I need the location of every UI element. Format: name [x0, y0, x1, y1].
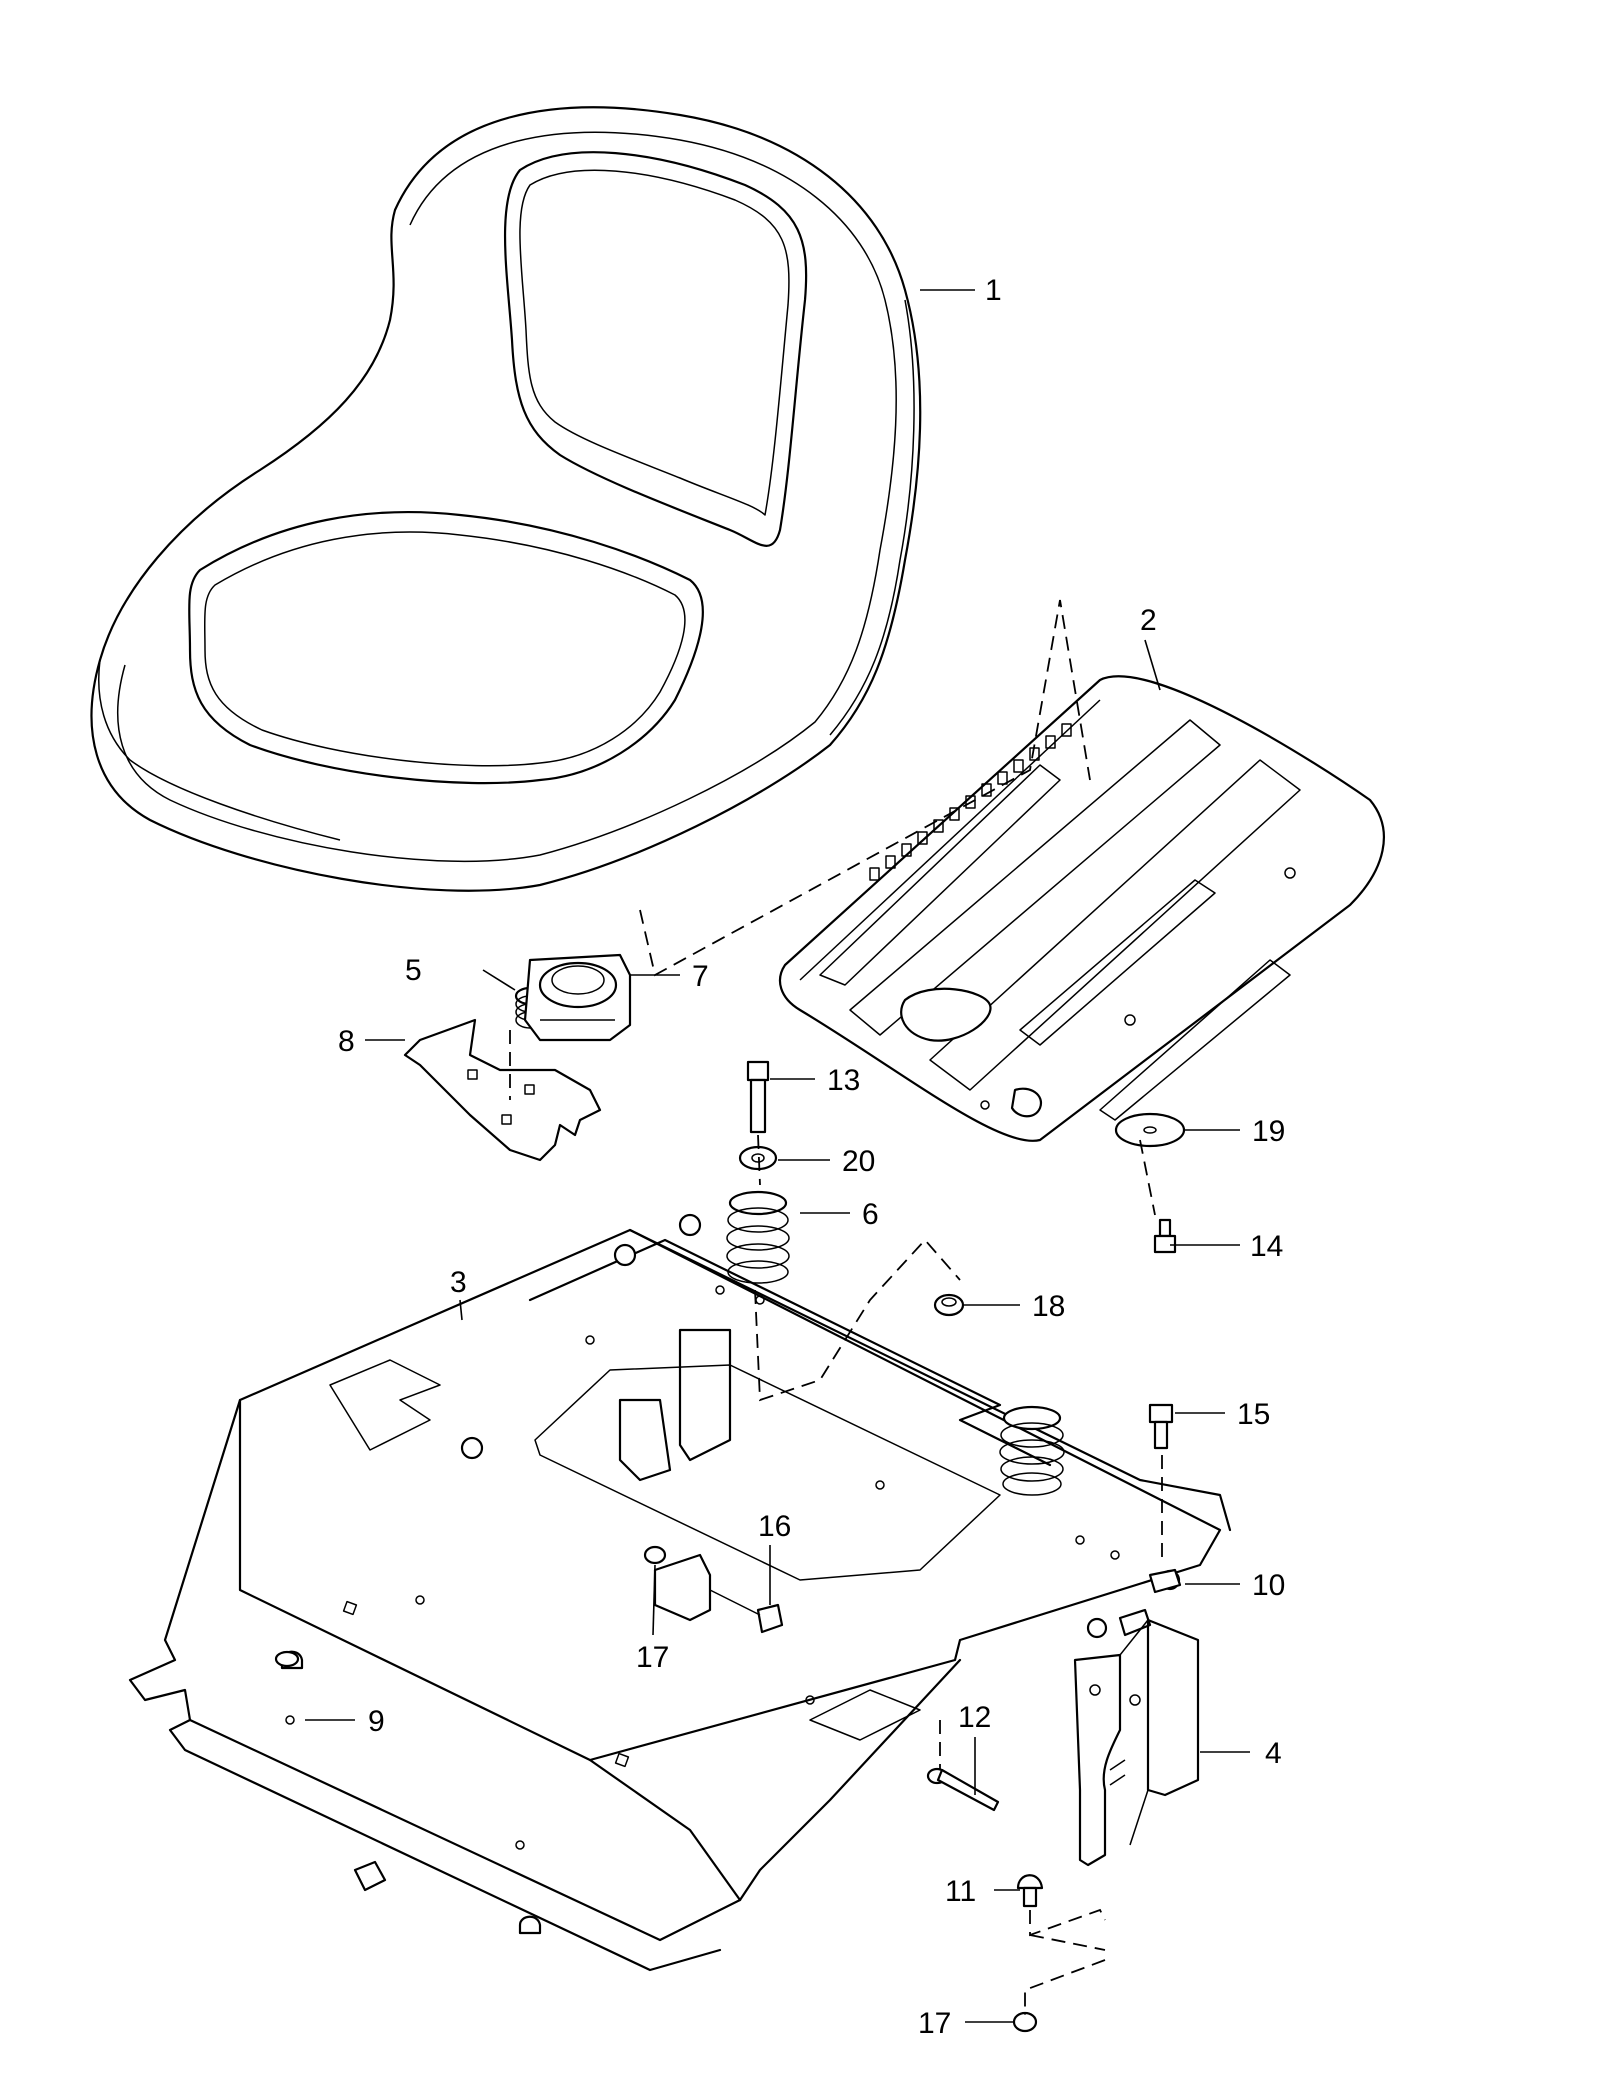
seat-switch-part-7	[523, 953, 632, 1042]
callout-leaders	[305, 289, 1250, 2023]
callout-16: 16	[758, 1510, 791, 1543]
callout-13: 13	[827, 1064, 860, 1097]
seat-part-1	[90, 106, 922, 892]
callout-7: 7	[692, 960, 709, 993]
spring-rear	[999, 1405, 1065, 1496]
callout-3: 3	[450, 1266, 467, 1299]
callout-10: 10	[1252, 1569, 1285, 1602]
nut-part-17-lower	[1012, 2011, 1038, 2033]
washer-part-19	[1114, 1112, 1186, 1148]
bolt-part-15	[1148, 1403, 1174, 1450]
nut-part-17-upper	[643, 1545, 667, 1565]
nut-part-10	[1148, 1568, 1182, 1594]
callout-11: 11	[945, 1875, 976, 1908]
callout-4: 4	[1265, 1737, 1282, 1770]
callout-labels: 1 2 3 4 5 6 7 8 9 10 11 12 13 14 15 16 1…	[338, 274, 1285, 2040]
callout-15: 15	[1237, 1398, 1270, 1431]
bracket-part-4	[1073, 1618, 1200, 1867]
callout-8: 8	[338, 1025, 355, 1058]
callout-19: 19	[1252, 1115, 1285, 1148]
callout-18: 18	[1032, 1290, 1065, 1323]
nut-part-18	[933, 1293, 965, 1317]
callout-6: 6	[862, 1198, 879, 1231]
switch-bracket-part-8	[403, 1018, 602, 1162]
callout-1: 1	[985, 274, 1002, 307]
washer-part-20	[738, 1145, 778, 1171]
spring-part-6	[726, 1190, 790, 1284]
callout-17-lower: 17	[918, 2007, 951, 2040]
plug-part-9	[274, 1650, 300, 1668]
callout-17-upper: 17	[636, 1641, 669, 1674]
assembly-lines	[509, 599, 1163, 2015]
callout-2: 2	[1140, 604, 1157, 637]
seat-pan-adjust-slots	[869, 723, 1072, 881]
nut-part-16	[653, 1553, 784, 1634]
pin-part-11	[1016, 1874, 1044, 1908]
callout-14: 14	[1250, 1230, 1283, 1263]
callout-9: 9	[368, 1705, 385, 1738]
callout-5: 5	[405, 954, 422, 987]
seat-frame-part-3	[128, 1213, 1232, 1972]
callout-12: 12	[958, 1701, 991, 1734]
bolt-part-14	[1153, 1218, 1177, 1254]
seat-pan-part-2	[778, 675, 1385, 1142]
pin-part-12	[926, 1767, 1000, 1812]
bolt-part-13	[746, 1060, 770, 1134]
callout-20: 20	[842, 1145, 875, 1178]
